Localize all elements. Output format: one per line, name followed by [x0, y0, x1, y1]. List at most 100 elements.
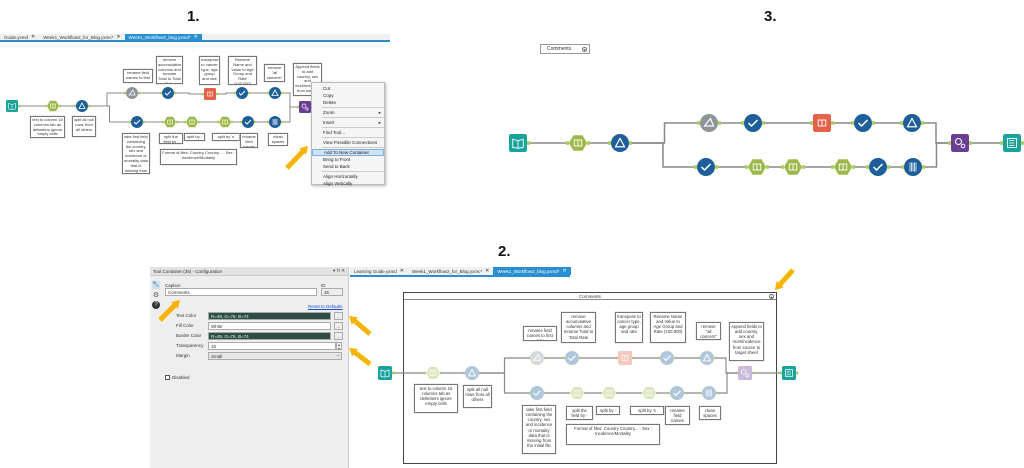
append-fields-icon[interactable] — [735, 366, 755, 380]
text-to-columns-hex-icon[interactable] — [567, 386, 587, 400]
output-anchor[interactable] — [479, 371, 482, 375]
menu-item-send-to-back[interactable]: Send to Back — [312, 163, 384, 170]
menu-item-zoom[interactable]: Zoom▸ — [312, 109, 384, 116]
input-anchor[interactable] — [866, 165, 869, 169]
menu-item-bring-to-front[interactable]: Bring to Front — [312, 156, 384, 163]
output-anchor[interactable] — [527, 141, 530, 145]
select-check-icon[interactable] — [866, 158, 890, 176]
output-anchor[interactable] — [887, 165, 890, 169]
tab-blog-active[interactable]: Week1_Workflow2_blog.yxmd*✕ — [124, 34, 202, 40]
comment-box[interactable]: split by 's — [212, 133, 240, 141]
close-icon[interactable]: ✕ — [193, 34, 198, 40]
input-anchor[interactable] — [697, 356, 700, 360]
gear-icon[interactable]: ⚙ — [152, 292, 160, 299]
text-color-field[interactable]: R=49, G=76, B=74 — [208, 312, 331, 320]
border-color-picker-button[interactable]: ... — [334, 332, 343, 340]
input-anchor[interactable] — [566, 141, 569, 145]
input-anchor[interactable] — [124, 91, 126, 95]
text-to-columns-hex-icon[interactable] — [217, 116, 233, 128]
comment-box[interactable]: remove "all cancers" — [264, 64, 285, 82]
book-input-icon[interactable] — [378, 366, 395, 380]
output-anchor[interactable] — [831, 121, 834, 125]
comment-box[interactable]: rename field names — [240, 133, 258, 148]
output-anchor[interactable] — [579, 356, 582, 360]
output-anchor[interactable] — [544, 391, 547, 395]
tab-for-blog[interactable]: Week1_Workflow2_for_Blog.yxmc*✕ — [39, 34, 124, 40]
select-check-icon[interactable] — [240, 116, 256, 128]
text-color-picker-button[interactable]: ... — [334, 312, 343, 320]
close-icon[interactable]: ✕ — [116, 34, 121, 40]
comment-box[interactable]: remove "all cancers" — [696, 322, 721, 340]
comment-box[interactable]: split all null rows from all others — [72, 116, 96, 137]
input-anchor[interactable] — [527, 391, 530, 395]
output-anchor[interactable] — [584, 391, 587, 395]
filter-triangle-icon[interactable] — [697, 351, 717, 365]
input-anchor[interactable] — [699, 391, 702, 395]
menu-item-view-possible-connections[interactable]: View Possible Connections — [312, 139, 384, 146]
transpose-icon[interactable] — [202, 88, 218, 100]
container-header[interactable]: Comments ▴ — [404, 293, 776, 300]
output-anchor[interactable] — [852, 165, 855, 169]
output-anchor[interactable] — [198, 120, 200, 124]
panel-controls[interactable]: ▾ ⊓ ✕ — [332, 268, 345, 273]
text-to-columns-hex-icon[interactable] — [831, 159, 855, 175]
comment-box[interactable]: clean spaces — [268, 133, 288, 146]
input-anchor[interactable] — [608, 141, 611, 145]
menu-item-delete[interactable]: Delete — [312, 99, 384, 106]
output-anchor[interactable] — [88, 104, 90, 108]
output-browse-icon[interactable] — [779, 366, 799, 380]
data-cleansing-icon[interactable] — [901, 158, 925, 176]
output-anchor[interactable] — [629, 141, 632, 145]
comment-box[interactable]: take first field containing the country,… — [122, 133, 150, 174]
output-anchor[interactable] — [174, 91, 176, 95]
output-anchor[interactable] — [716, 391, 719, 395]
output-anchor[interactable] — [802, 165, 805, 169]
text-to-columns-hex-icon[interactable] — [566, 135, 590, 151]
input-anchor[interactable] — [240, 120, 242, 124]
transparency-stepper[interactable]: 25 — [208, 342, 336, 350]
text-to-columns-hex-icon[interactable] — [45, 100, 61, 112]
collapse-icon[interactable]: ▴ — [769, 294, 774, 299]
output-anchor[interactable] — [714, 356, 717, 360]
fill-color-field[interactable]: White — [208, 322, 331, 330]
input-anchor[interactable] — [217, 120, 219, 124]
output-anchor[interactable] — [254, 120, 256, 124]
comment-box[interactable]: Append fields to add country, sex and mo… — [729, 322, 764, 361]
data-cleansing-icon[interactable] — [699, 386, 719, 400]
comment-box[interactable]: Format of files: Country Country... - Se… — [160, 149, 237, 165]
tab-for-blog[interactable]: Week1_Workflow2_for_Blog.yxmc*✕ — [408, 267, 493, 275]
menu-item-align-vertically[interactable]: Align Vertically — [312, 180, 384, 187]
input-anchor[interactable] — [1000, 141, 1003, 145]
stepper-arrows-icon[interactable]: ▴▾ — [336, 342, 342, 351]
input-anchor[interactable] — [615, 356, 618, 360]
select-check-icon[interactable] — [160, 87, 176, 99]
comment-box[interactable]: Rename Name and Value to Age Group and R… — [650, 312, 686, 343]
output-anchor[interactable] — [231, 120, 233, 124]
input-anchor[interactable] — [74, 104, 76, 108]
filter-triangle-icon[interactable] — [608, 134, 632, 152]
input-anchor[interactable] — [781, 165, 784, 169]
output-anchor[interactable] — [59, 104, 61, 108]
select-check-icon[interactable] — [657, 351, 677, 365]
output-anchor[interactable] — [281, 120, 283, 124]
output-anchor[interactable] — [766, 165, 769, 169]
output-anchor[interactable] — [969, 141, 972, 145]
close-icon[interactable]: ✕ — [399, 268, 404, 274]
output-anchor[interactable] — [718, 121, 721, 125]
comment-box[interactable]: split the field by - — [566, 406, 593, 420]
border-color-field[interactable]: R=49, G=76, B=74 — [208, 332, 331, 340]
output-browse-icon[interactable] — [1000, 134, 1024, 152]
output-anchor[interactable] — [138, 91, 140, 95]
output-anchor[interactable] — [752, 371, 755, 375]
comment-box[interactable]: take first field containing the country,… — [522, 405, 556, 454]
select-check-icon[interactable] — [694, 158, 718, 176]
output-anchor[interactable] — [922, 165, 925, 169]
input-anchor[interactable] — [129, 120, 131, 124]
output-anchor[interactable] — [176, 120, 178, 124]
text-to-columns-hex-icon[interactable] — [781, 159, 805, 175]
append-fields-icon[interactable] — [948, 134, 972, 152]
comment-box[interactable]: rename field names to first row — [123, 69, 153, 83]
comment-box[interactable]: rename field names to first row — [523, 326, 557, 341]
input-anchor[interactable] — [697, 121, 700, 125]
select-check-icon[interactable] — [562, 351, 582, 365]
